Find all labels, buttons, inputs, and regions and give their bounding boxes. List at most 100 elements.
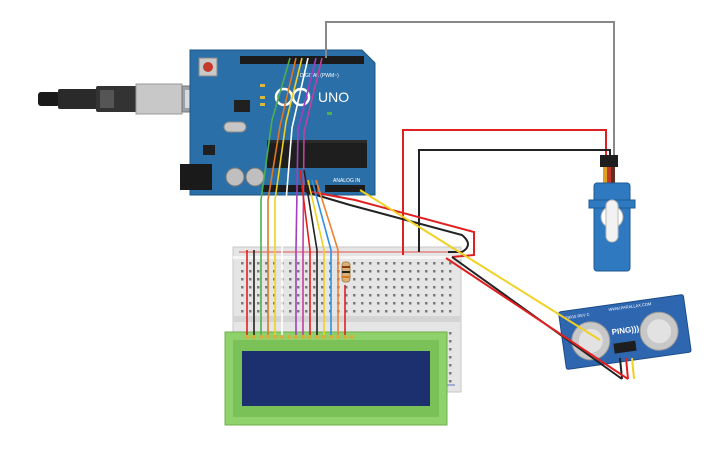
lcd-pin[interactable] [244,334,250,340]
breadboard-hole[interactable] [409,310,412,313]
breadboard-hole[interactable] [417,294,420,297]
breadboard-hole[interactable] [265,302,268,305]
breadboard-hole[interactable] [305,294,308,297]
lcd-pin[interactable] [300,334,306,340]
breadboard-hole[interactable] [393,270,396,273]
breadboard-hole[interactable] [425,278,428,281]
breadboard-hole[interactable] [417,262,420,265]
breadboard-hole[interactable] [289,302,292,305]
breadboard-hole[interactable] [417,310,420,313]
breadboard-hole[interactable] [241,278,244,281]
breadboard-hole[interactable] [249,286,252,289]
breadboard-hole[interactable] [417,302,420,305]
wire-red-servo-power[interactable] [402,129,607,255]
breadboard-hole[interactable] [377,262,380,265]
breadboard-hole[interactable] [345,286,348,289]
breadboard-hole[interactable] [353,286,356,289]
breadboard-hole[interactable] [401,294,404,297]
breadboard-hole[interactable] [305,286,308,289]
breadboard-hole[interactable] [449,270,452,273]
lcd-pin[interactable] [307,334,313,340]
breadboard-hole[interactable] [297,286,300,289]
breadboard-hole[interactable] [345,294,348,297]
breadboard-hole[interactable] [265,278,268,281]
breadboard-hole[interactable] [321,294,324,297]
breadboard-hole[interactable] [401,278,404,281]
breadboard-hole[interactable] [265,294,268,297]
wire-black-servo-gnd[interactable] [418,149,611,252]
breadboard-hole[interactable] [441,310,444,313]
breadboard-hole[interactable] [401,262,404,265]
lcd-pin[interactable] [265,334,271,340]
breadboard-hole[interactable] [385,302,388,305]
wire-black-gnd[interactable] [305,191,469,253]
breadboard-hole[interactable] [449,310,452,313]
breadboard-hole[interactable] [433,286,436,289]
lcd-pin[interactable] [251,334,257,340]
breadboard-hole[interactable] [345,302,348,305]
breadboard-hole[interactable] [345,310,348,313]
breadboard-hole[interactable] [289,278,292,281]
breadboard-hole[interactable] [385,270,388,273]
breadboard-hole[interactable] [369,310,372,313]
breadboard-hole[interactable] [433,294,436,297]
breadboard-hole[interactable] [249,270,252,273]
breadboard-hole[interactable] [297,302,300,305]
breadboard-hole[interactable] [241,294,244,297]
breadboard-hole[interactable] [393,310,396,313]
breadboard-hole[interactable] [393,286,396,289]
breadboard-hole[interactable] [241,262,244,265]
breadboard-hole[interactable] [241,302,244,305]
breadboard-hole[interactable] [449,364,452,367]
breadboard-hole[interactable] [361,302,364,305]
breadboard-hole[interactable] [313,310,316,313]
breadboard-hole[interactable] [449,372,452,375]
breadboard-hole[interactable] [289,262,292,265]
breadboard-hole[interactable] [257,294,260,297]
breadboard-hole[interactable] [321,310,324,313]
lcd-pin[interactable] [279,334,285,340]
breadboard-hole[interactable] [369,278,372,281]
breadboard-hole[interactable] [241,270,244,273]
breadboard-hole[interactable] [449,286,452,289]
breadboard-hole[interactable] [265,262,268,265]
breadboard-hole[interactable] [321,270,324,273]
breadboard-hole[interactable] [369,262,372,265]
breadboard-hole[interactable] [449,294,452,297]
breadboard-hole[interactable] [425,310,428,313]
breadboard-hole[interactable] [401,270,404,273]
breadboard-hole[interactable] [361,286,364,289]
breadboard-hole[interactable] [433,262,436,265]
breadboard-hole[interactable] [449,278,452,281]
servo-horn[interactable] [605,199,619,243]
breadboard-hole[interactable] [449,340,452,343]
breadboard-hole[interactable] [377,310,380,313]
lcd-pin[interactable] [342,334,348,340]
breadboard-hole[interactable] [441,262,444,265]
breadboard-hole[interactable] [257,278,260,281]
wire-gray-servo-signal[interactable] [325,21,615,155]
breadboard-hole[interactable] [289,310,292,313]
breadboard-hole[interactable] [321,286,324,289]
breadboard-hole[interactable] [297,294,300,297]
breadboard-hole[interactable] [313,302,316,305]
breadboard-hole[interactable] [385,294,388,297]
breadboard-hole[interactable] [353,278,356,281]
breadboard-hole[interactable] [249,302,252,305]
breadboard-hole[interactable] [353,262,356,265]
breadboard-hole[interactable] [441,270,444,273]
breadboard-hole[interactable] [361,294,364,297]
lcd-pin[interactable] [293,334,299,340]
breadboard-hole[interactable] [377,302,380,305]
lcd-16x2[interactable] [224,331,448,426]
breadboard-hole[interactable] [249,278,252,281]
lcd-pin[interactable] [321,334,327,340]
breadboard-hole[interactable] [361,278,364,281]
arduino-uno-board[interactable]: DIGITAL (PWM~) UNO [180,49,376,196]
breadboard-hole[interactable] [409,278,412,281]
breadboard-hole[interactable] [353,310,356,313]
breadboard-hole[interactable] [425,262,428,265]
breadboard-hole[interactable] [241,286,244,289]
breadboard-hole[interactable] [425,286,428,289]
breadboard-hole[interactable] [449,332,452,335]
